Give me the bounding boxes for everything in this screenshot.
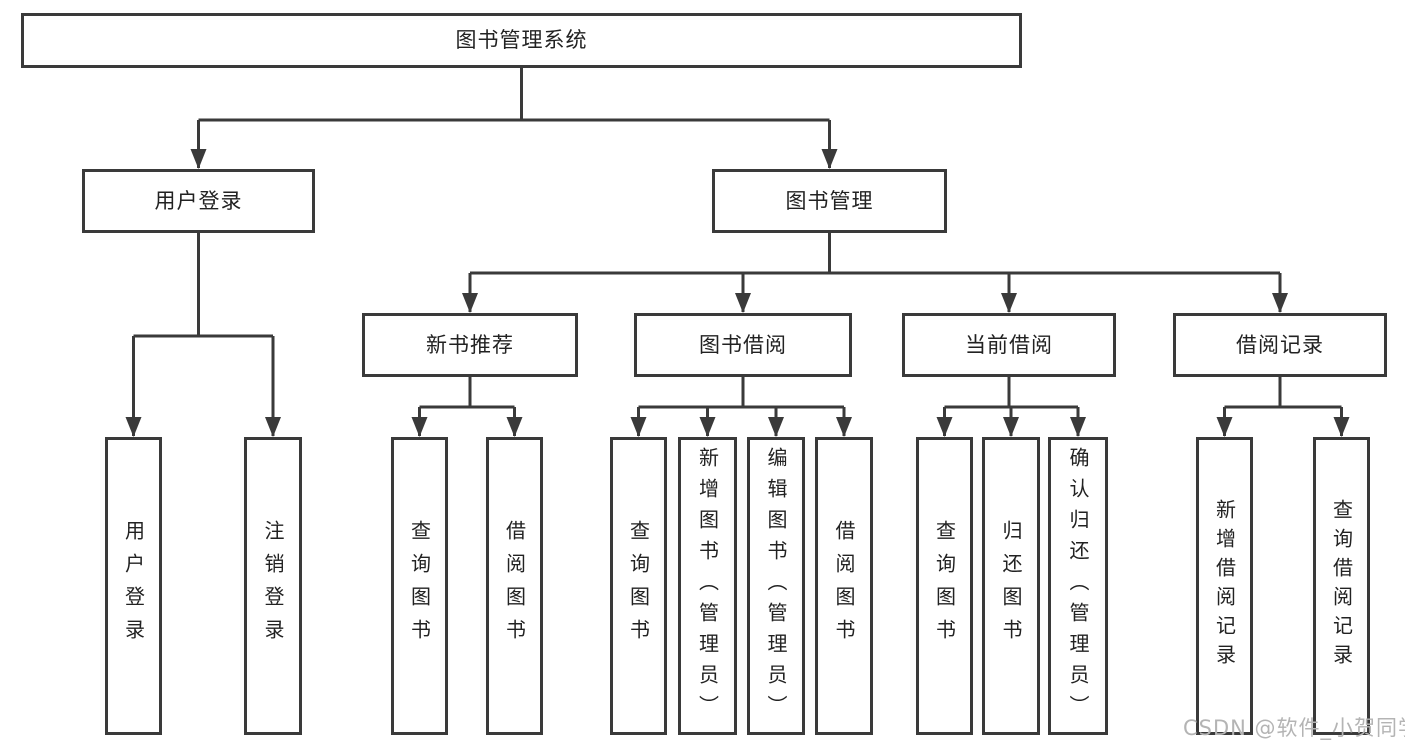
edge-record-trunk xyxy=(1224,377,1342,409)
node-book-borrowing: 图书借阅 xyxy=(634,313,852,377)
leaf-user-login: 用户登录 xyxy=(105,437,162,735)
leaf-borrow-books-recommend: 借阅图书 xyxy=(486,437,543,735)
edge-mgmt-trunk xyxy=(470,233,1280,275)
leaf-confirm-return-admin: 确认归还（管理员） xyxy=(1048,437,1108,735)
leaf-edit-book-admin: 编辑图书（管理员） xyxy=(747,437,805,735)
edge-borrow-trunk xyxy=(638,377,844,409)
leaf-query-borrow-record: 查询借阅记录 xyxy=(1313,437,1370,735)
node-borrowing-records: 借阅记录 xyxy=(1173,313,1387,377)
node-user-login: 用户登录 xyxy=(82,169,315,233)
leaf-borrow-books: 借阅图书 xyxy=(815,437,873,735)
leaf-add-borrow-record: 新增借阅记录 xyxy=(1196,437,1253,735)
watermark-csdn: CSDN @软件_小贺同学 xyxy=(1183,716,1405,740)
node-current-borrowing: 当前借阅 xyxy=(902,313,1116,377)
leaf-query-books-recommend: 查询图书 xyxy=(391,437,448,735)
leaf-query-books-borrowing: 查询图书 xyxy=(610,437,667,735)
leaf-logout: 注销登录 xyxy=(244,437,302,735)
leaf-return-books: 归还图书 xyxy=(982,437,1040,735)
node-library-system: 图书管理系统 xyxy=(21,13,1022,68)
node-book-management: 图书管理 xyxy=(712,169,947,233)
node-new-book-recommend: 新书推荐 xyxy=(362,313,578,377)
edge-rec-trunk xyxy=(419,377,515,409)
edge-root-trunk xyxy=(198,68,830,122)
edge-current-trunk xyxy=(944,377,1078,409)
leaf-add-book-admin: 新增图书（管理员） xyxy=(678,437,737,735)
leaf-query-books-current: 查询图书 xyxy=(916,437,973,735)
edge-login-trunk xyxy=(133,233,273,338)
